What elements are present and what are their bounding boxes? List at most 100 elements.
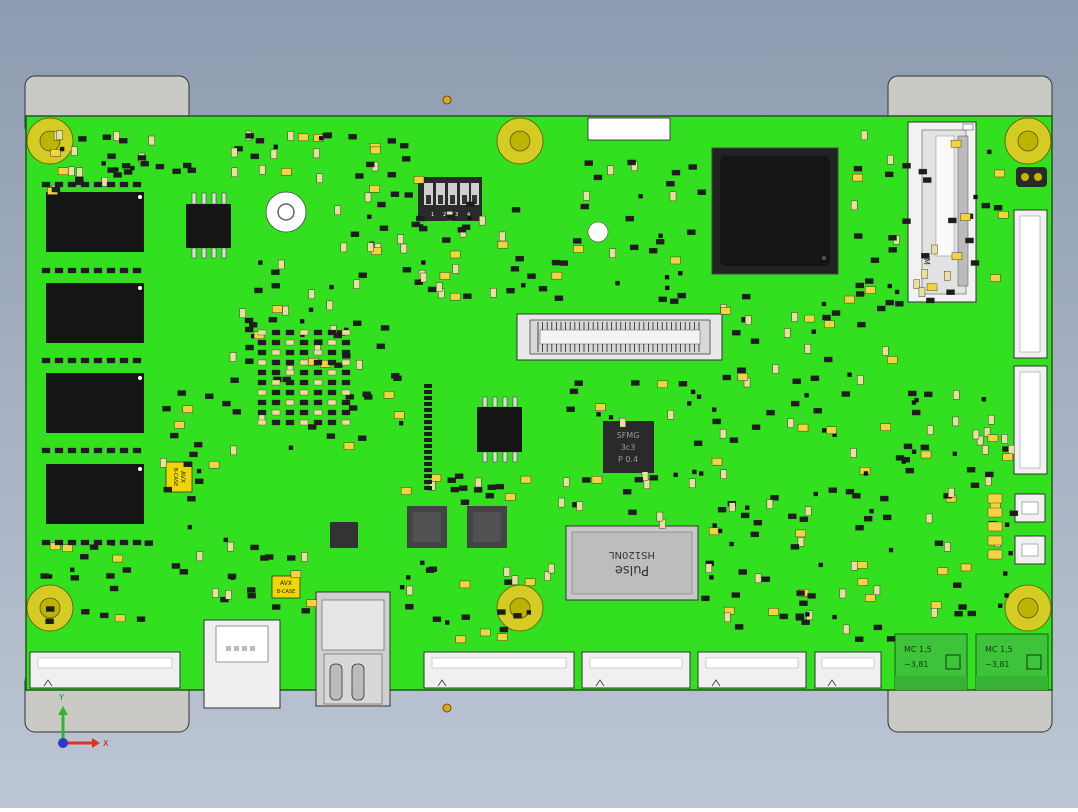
smd-part bbox=[1002, 453, 1013, 461]
smd-part bbox=[810, 375, 820, 382]
smd-part bbox=[101, 177, 109, 187]
resistor bbox=[424, 402, 432, 406]
capacitor bbox=[341, 359, 351, 366]
smd-part bbox=[783, 328, 791, 338]
smd-part bbox=[391, 372, 400, 379]
resistor bbox=[80, 181, 90, 188]
smd-part bbox=[334, 362, 343, 368]
smd-part bbox=[677, 292, 686, 299]
smd-part bbox=[826, 426, 837, 435]
smd-part bbox=[796, 590, 805, 596]
smd-part bbox=[57, 167, 69, 175]
capacitor bbox=[285, 389, 295, 396]
resistor bbox=[132, 267, 142, 274]
smd-part bbox=[250, 544, 259, 551]
smd-part bbox=[485, 492, 495, 499]
smd-part bbox=[788, 513, 797, 520]
memory-chips bbox=[46, 192, 144, 524]
capacitor bbox=[271, 339, 281, 346]
resistor bbox=[424, 384, 432, 388]
smd-part bbox=[693, 440, 703, 446]
smd-part bbox=[944, 542, 951, 552]
reference-marker-bottom bbox=[442, 703, 452, 713]
resistor bbox=[119, 539, 129, 546]
smd-part bbox=[860, 130, 868, 141]
mounting-hole bbox=[496, 117, 544, 165]
smd-part bbox=[510, 266, 520, 272]
smd-part bbox=[678, 271, 683, 276]
smd-part bbox=[76, 167, 83, 177]
smd-part bbox=[411, 221, 420, 228]
smd-part bbox=[864, 278, 874, 284]
capacitor bbox=[299, 399, 309, 406]
smd-part bbox=[50, 149, 61, 157]
smd-part bbox=[920, 450, 932, 459]
smd-part bbox=[193, 441, 203, 448]
smd-part bbox=[687, 229, 696, 235]
capacitor bbox=[313, 369, 323, 376]
smd-part bbox=[813, 407, 822, 414]
smd-part bbox=[797, 423, 809, 432]
resistor bbox=[424, 444, 432, 448]
capacitor bbox=[257, 349, 267, 356]
smd-part bbox=[163, 486, 172, 493]
smd-part bbox=[301, 608, 310, 614]
smd-part bbox=[402, 267, 412, 273]
smd-part bbox=[842, 624, 850, 635]
smd-part bbox=[559, 260, 568, 266]
mounting-hole bbox=[26, 117, 74, 165]
smd-part bbox=[839, 588, 847, 599]
resistor bbox=[41, 357, 51, 364]
smd-part bbox=[255, 138, 265, 144]
smd-part bbox=[711, 407, 717, 412]
smd-part bbox=[869, 508, 874, 514]
smd-part bbox=[737, 367, 746, 373]
smd-part bbox=[686, 401, 692, 406]
smd-part bbox=[78, 136, 87, 142]
capacitor bbox=[257, 399, 267, 406]
smd-part bbox=[343, 442, 355, 450]
capacitor bbox=[341, 369, 351, 376]
axis-y-label: Y bbox=[58, 693, 64, 702]
capacitor bbox=[257, 389, 267, 396]
mounting-hole bbox=[1004, 117, 1052, 165]
smd-part bbox=[369, 185, 380, 193]
smd-part bbox=[70, 567, 75, 573]
smd-part bbox=[894, 289, 900, 295]
avx-left-line2: B-CASE bbox=[172, 468, 178, 486]
smd-part bbox=[696, 394, 702, 399]
mounting-hole bbox=[1004, 584, 1052, 632]
smd-part bbox=[717, 528, 723, 534]
smd-part bbox=[288, 445, 294, 450]
bottom-edge-headers bbox=[29, 651, 882, 689]
smd-part bbox=[350, 231, 360, 237]
smd-part bbox=[101, 161, 106, 166]
capacitor bbox=[327, 329, 337, 336]
smd-part bbox=[853, 233, 863, 239]
capacitor bbox=[299, 379, 309, 386]
capacitor bbox=[327, 419, 337, 426]
smd-part bbox=[845, 488, 855, 495]
smd-part bbox=[212, 588, 219, 598]
smd-part bbox=[420, 272, 427, 283]
resistor bbox=[424, 414, 432, 418]
smd-part bbox=[737, 373, 749, 381]
smd-part bbox=[850, 200, 858, 211]
smd-part bbox=[976, 435, 984, 446]
smd-part bbox=[148, 135, 155, 146]
resistor bbox=[132, 181, 142, 188]
smd-part bbox=[770, 495, 779, 501]
capacitor bbox=[285, 379, 295, 386]
smd-part bbox=[358, 272, 367, 278]
smd-part bbox=[239, 308, 246, 318]
smd-part bbox=[318, 136, 324, 141]
smd-part bbox=[931, 244, 938, 255]
smd-part bbox=[882, 514, 892, 521]
smd-part bbox=[709, 575, 714, 580]
smd-part bbox=[353, 320, 362, 326]
smd-part bbox=[595, 403, 606, 411]
smd-part bbox=[467, 216, 472, 221]
smd-part bbox=[712, 523, 717, 528]
resistor bbox=[424, 438, 432, 442]
